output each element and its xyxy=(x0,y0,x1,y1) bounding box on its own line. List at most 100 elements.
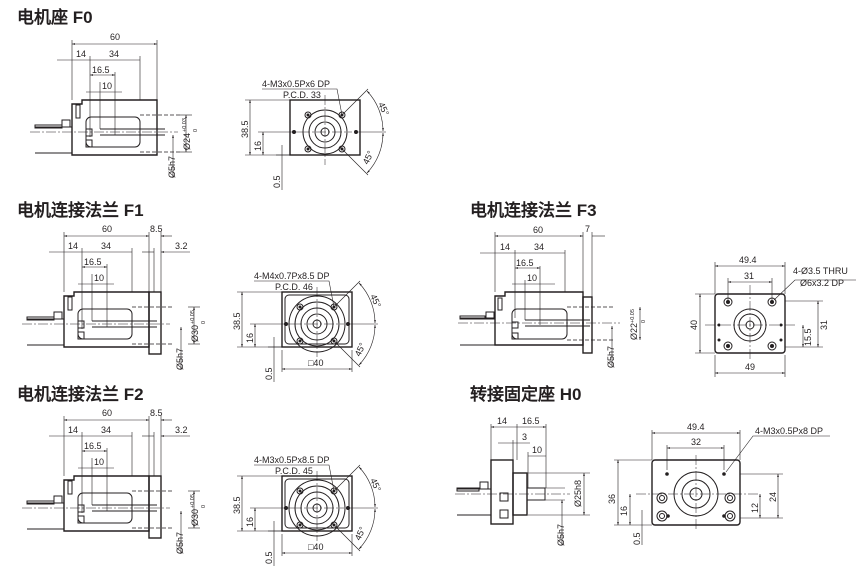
h0-dim-dia: Ø25h8 xyxy=(573,480,583,507)
title-h0: 转接固定座 H0 xyxy=(470,384,581,404)
f1-dim-38-5: 38.5 xyxy=(232,312,242,330)
f2-dim-3-2: 3.2 xyxy=(175,425,188,435)
f1-dim-16: 16 xyxy=(245,333,255,343)
h0-mount-holes xyxy=(656,472,736,522)
f3-dim-15-5: 15.5 xyxy=(803,328,813,346)
f2-dim-16-5: 16.5 xyxy=(84,441,102,451)
f0-dim-16-5: 16.5 xyxy=(92,65,110,75)
f1-tol-up: +0.05 xyxy=(190,310,196,324)
f3-hole-spec: 4-Ø3.5 THRU xyxy=(793,266,848,276)
f0-dim-shaft: Ø5h7 xyxy=(167,156,177,178)
h0-dim-24: 24 xyxy=(768,492,778,502)
f3-dim-shaft: Ø5h7 xyxy=(606,346,616,368)
h0-thread-spec: 4-M3x0.5Px8 DP xyxy=(755,426,823,436)
f3-counterbore-holes xyxy=(717,297,783,351)
f0-side-view: 60 14 34 16.5 10 Ø24 +0.03 0 Ø5h7 xyxy=(30,32,199,178)
h0-dim-10: 10 xyxy=(532,445,542,455)
f1-dim-10: 10 xyxy=(94,273,104,283)
f0-dim-0-5: 0.5 xyxy=(272,175,282,188)
f2-dim-8-5: 8.5 xyxy=(150,408,163,418)
h0-side-view: 14 16.5 3 10 Ø25h8 Ø5h7 xyxy=(455,416,590,546)
f0-front-view: 4-M3x0.5Px6 DP P.C.D. 33 38.5 16 0.5 45°… xyxy=(240,79,391,190)
f2-pcd: P.C.D. 45 xyxy=(275,466,313,476)
f2-dim-14: 14 xyxy=(68,425,78,435)
f0-angle-b: 45° xyxy=(361,149,376,166)
h0-dim-36: 36 xyxy=(607,494,617,504)
h0-dim-shaft: Ø5h7 xyxy=(556,524,566,546)
h0-dim-32: 32 xyxy=(691,437,701,447)
section-h0: 14 16.5 3 10 Ø25h8 Ø5h7 xyxy=(455,416,830,546)
f3-dim-10: 10 xyxy=(527,273,537,283)
f1-dim-14: 14 xyxy=(68,241,78,251)
f1-dim-3-2: 3.2 xyxy=(175,241,188,251)
f2-dim-38-5: 38.5 xyxy=(232,496,242,514)
f0-dim-38-5: 38.5 xyxy=(240,120,250,138)
f2-front-view: □40 4-M3x0.5Px8.5 DP P.C.D. 45 38.5 16 0… xyxy=(232,455,383,566)
f1-dim-8-5: 8.5 xyxy=(150,224,163,234)
f3-counterbore-spec: Ø6x3.2 DP xyxy=(800,278,844,288)
f2-angle-b: 45° xyxy=(353,525,368,542)
f2-tol-up: +0.05 xyxy=(190,494,196,508)
section-f3: 60 7 14 34 16.5 10 Ø22 +0.05 0 Ø5h7 xyxy=(458,224,856,377)
f3-side-view: 60 7 14 34 16.5 10 Ø22 +0.05 0 Ø5h7 xyxy=(458,224,647,368)
f1-pcd: P.C.D. 46 xyxy=(275,282,313,292)
f2-dim-34: 34 xyxy=(101,425,111,435)
h0-dim-3: 3 xyxy=(522,432,527,442)
f2-dim-shaft: Ø5h7 xyxy=(175,532,185,554)
f1-thread-spec: 4-M4x0.7Px8.5 DP xyxy=(254,271,330,281)
h0-dim-12: 12 xyxy=(750,503,760,513)
f0-dim-dia: Ø24 xyxy=(182,133,192,150)
f1-dim-dia: Ø30 xyxy=(190,325,200,342)
title-f0: 电机座 F0 xyxy=(17,7,93,27)
f2-tol-low: 0 xyxy=(201,505,207,508)
h0-dim-0-5: 0.5 xyxy=(632,532,642,545)
f1-angle-b: 45° xyxy=(353,341,368,358)
f2-dim-10: 10 xyxy=(94,457,104,467)
h0-dim-16: 16 xyxy=(619,506,629,516)
h0-dim-14: 14 xyxy=(497,416,507,426)
f3-dim-34: 34 xyxy=(534,242,544,252)
h0-dim-16-5: 16.5 xyxy=(522,416,540,426)
section-f2: 8.5 3.2 60 14 34 16.5 10 Ø30 +0.05 0 Ø5h… xyxy=(22,408,383,566)
f3-tol-up: +0.05 xyxy=(630,309,636,323)
f0-dim-14: 14 xyxy=(76,49,86,59)
f3-dim-14: 14 xyxy=(500,242,510,252)
title-f1: 电机连接法兰 F1 xyxy=(17,200,144,220)
f1-dim-34: 34 xyxy=(101,241,111,251)
f2-angle-a: 45° xyxy=(368,477,383,494)
h0-front-view: 49.4 32 4-M3x0.5Px8 DP 36 16 0.5 24 12 xyxy=(607,422,830,545)
f3-front-view: 49.4 31 49 40 31 15.5 4-Ø3.5 THRU Ø6x3.2… xyxy=(689,255,856,377)
f0-dim-34: 34 xyxy=(109,49,119,59)
title-f2: 电机连接法兰 F2 xyxy=(17,384,144,404)
f1-dim-square: □40 xyxy=(308,358,323,368)
f0-dim-10: 10 xyxy=(102,81,112,91)
f0-tol-low: 0 xyxy=(193,129,199,132)
f0-dim-16: 16 xyxy=(253,141,263,151)
f2-dim-dia: Ø30 xyxy=(190,509,200,526)
f2-tapped-holes xyxy=(284,487,350,529)
f3-dim-60: 60 xyxy=(533,225,543,235)
f3-dim-40: 40 xyxy=(689,320,699,330)
f0-angle-a: 45° xyxy=(376,101,391,118)
f2-dim-0-5: 0.5 xyxy=(264,551,274,564)
f1-angle-a: 45° xyxy=(368,293,383,310)
f3-tol-low: 0 xyxy=(641,320,647,323)
f1-dim-0-5: 0.5 xyxy=(264,367,274,380)
f0-pcd: P.C.D. 33 xyxy=(283,90,321,100)
section-f1: 8.5 3.2 60 14 34 16.5 10 Ø30 +0.05 0 Ø5h… xyxy=(22,224,383,382)
f1-dim-shaft: Ø5h7 xyxy=(175,348,185,370)
f2-flange-side: 8.5 3.2 xyxy=(142,408,190,539)
f2-thread-spec: 4-M3x0.5Px8.5 DP xyxy=(254,455,330,465)
h0-dim-49-4: 49.4 xyxy=(687,422,705,432)
f2-dim-60: 60 xyxy=(102,408,112,418)
f3-dim-31-w: 31 xyxy=(744,271,754,281)
f0-dim-60: 60 xyxy=(110,32,120,42)
f1-dim-60: 60 xyxy=(102,224,112,234)
f3-dim-49-4: 49.4 xyxy=(739,255,757,265)
f1-side-view: 8.5 3.2 60 14 34 16.5 10 Ø30 +0.05 0 Ø5h… xyxy=(22,224,207,370)
f1-tol-low: 0 xyxy=(201,321,207,324)
f1-flange-side: 8.5 3.2 xyxy=(142,224,190,355)
f0-thread-spec: 4-M3x0.5Px6 DP xyxy=(262,79,330,89)
f1-front-view: □40 4-M4x0.7Px8.5 DP P.C.D. 46 38.5 16 0… xyxy=(232,271,383,382)
